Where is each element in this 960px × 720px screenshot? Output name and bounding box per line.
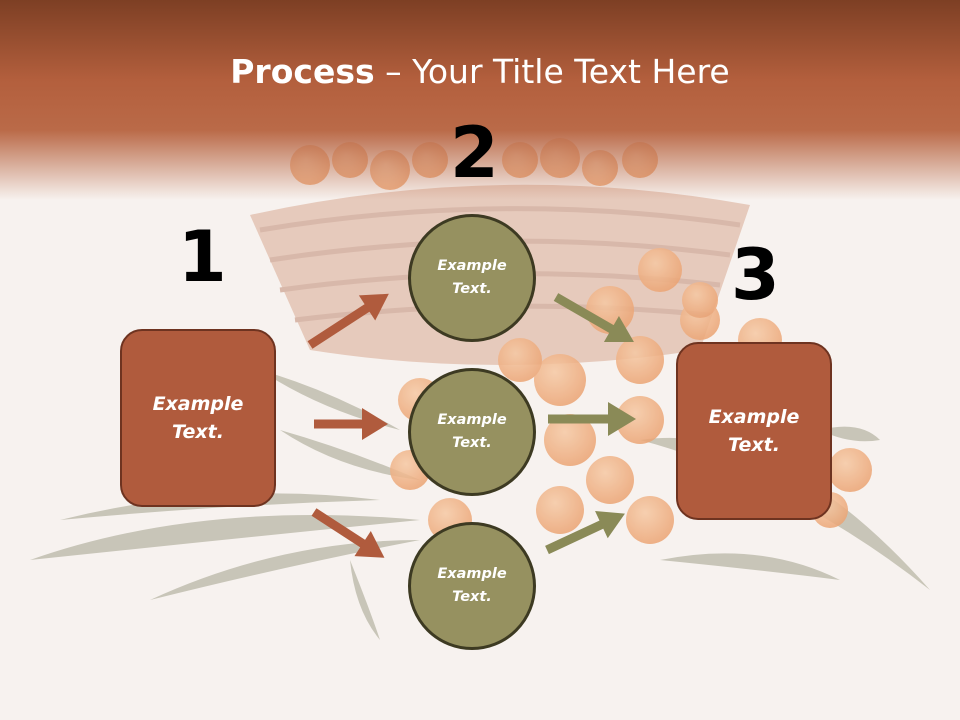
arrow-middle-to-right bbox=[548, 402, 636, 436]
step-number-3: 3 bbox=[731, 234, 780, 316]
arrow-left-to-top bbox=[307, 293, 389, 349]
title-bold-part: Process bbox=[230, 52, 375, 91]
title-rest-part: – Your Title Text Here bbox=[374, 52, 730, 91]
step-number-2: 2 bbox=[450, 112, 499, 194]
step-number-1: 1 bbox=[178, 216, 227, 298]
step-1-box[interactable]: Example Text. bbox=[120, 329, 276, 507]
step-3-label: Example Text. bbox=[708, 405, 800, 457]
middle-node-bottom-label: Example Text. bbox=[437, 565, 507, 605]
middle-node-center[interactable]: Example Text. bbox=[408, 368, 536, 496]
step-3-box[interactable]: Example Text. bbox=[676, 342, 832, 520]
middle-node-center-label: Example Text. bbox=[437, 411, 507, 451]
step-1-label: Example Text. bbox=[152, 392, 244, 444]
middle-node-bottom[interactable]: Example Text. bbox=[408, 522, 536, 650]
arrow-bottom-to-right bbox=[545, 511, 625, 555]
middle-node-top[interactable]: Example Text. bbox=[408, 214, 536, 342]
arrow-left-to-middle bbox=[314, 408, 388, 440]
title-band bbox=[0, 0, 960, 200]
arrow-left-to-bottom bbox=[311, 508, 385, 558]
arrow-top-to-right bbox=[553, 293, 634, 342]
middle-node-top-label: Example Text. bbox=[437, 257, 507, 297]
slide-title: Process – Your Title Text Here bbox=[0, 52, 960, 91]
